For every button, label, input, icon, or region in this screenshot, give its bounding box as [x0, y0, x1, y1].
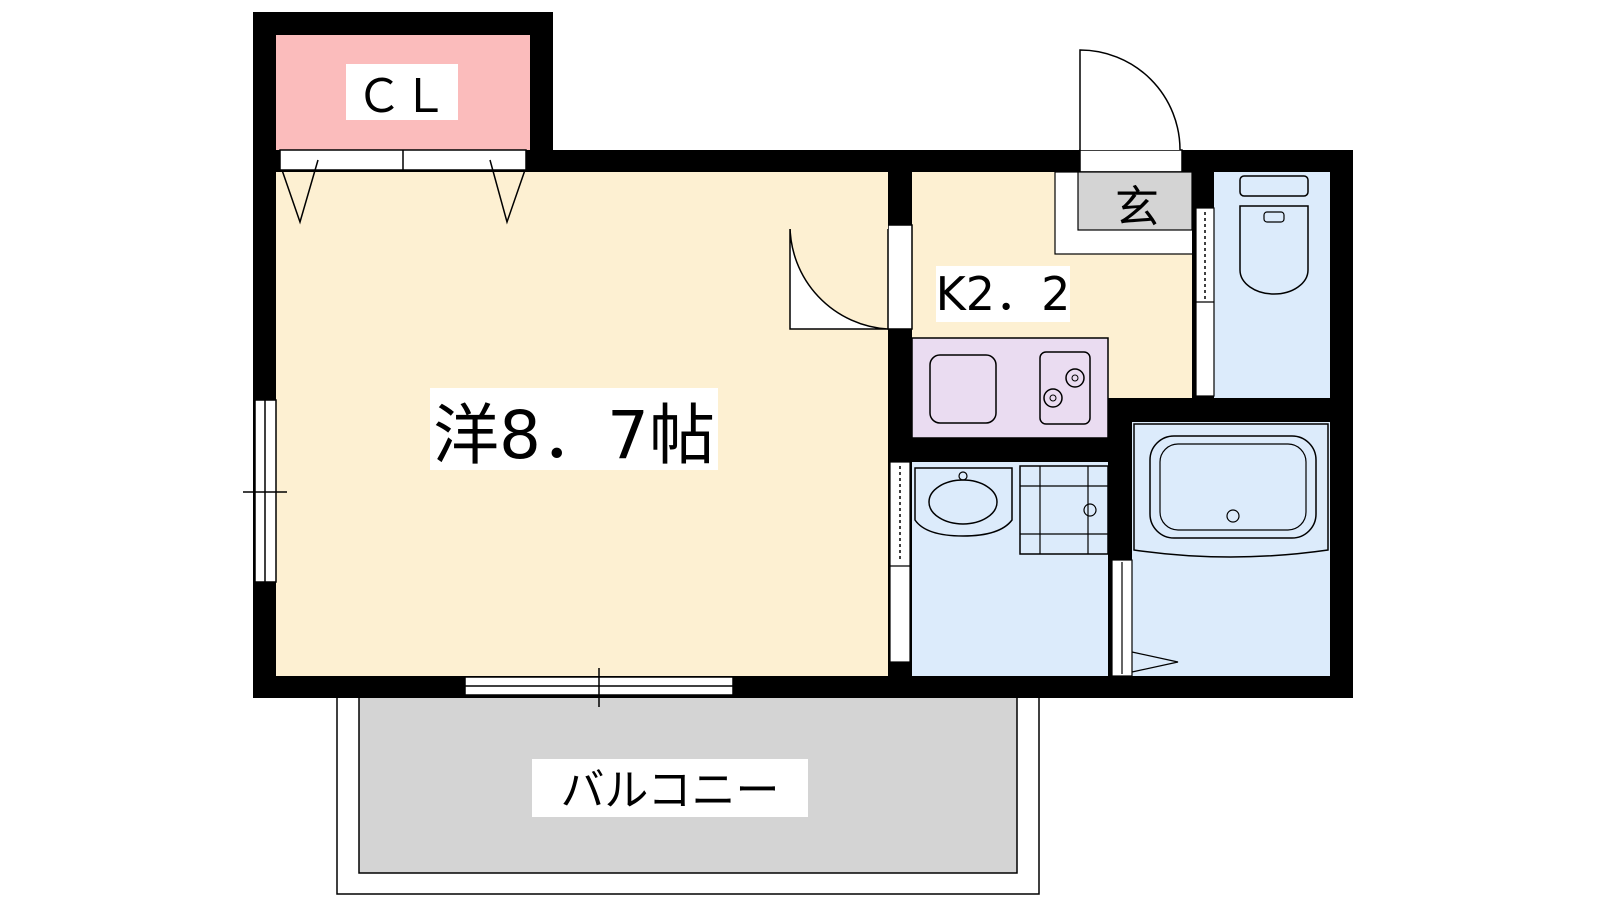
western-room-label-bg	[430, 388, 718, 470]
kitchen-label-bg	[936, 266, 1070, 322]
toilet-door[interactable]	[1195, 207, 1215, 397]
wall-kitchen-wash	[912, 438, 1132, 462]
washbasin-icon	[914, 467, 1013, 537]
bathroom-door[interactable]	[1111, 559, 1179, 677]
wall-toilet-bath	[1192, 398, 1330, 422]
stove-icon	[1039, 351, 1091, 425]
closet-label: ＣＬ	[356, 69, 448, 123]
balcony-label: バルコニー	[560, 765, 779, 816]
western-room-label: 洋8．7帖	[433, 397, 715, 474]
toilet-icon	[1239, 175, 1309, 295]
western-room-door[interactable]	[788, 223, 913, 330]
sink-icon	[929, 354, 997, 424]
balcony-sliding-window[interactable]	[464, 668, 734, 707]
washing-machine-pan-icon	[1019, 465, 1109, 555]
balcony: バルコニー	[336, 696, 1040, 895]
entrance-door[interactable]	[1079, 49, 1183, 173]
closet-label-bg	[346, 64, 458, 120]
bathtub-icon	[1133, 423, 1329, 558]
washroom-door[interactable]	[889, 461, 911, 663]
west-window	[243, 399, 287, 583]
kitchen-label: K2．2	[936, 267, 1071, 321]
closet-doors[interactable]	[279, 149, 527, 225]
entrance: 玄	[1054, 171, 1195, 255]
balcony-label-bg	[532, 759, 808, 817]
entrance-label: 玄	[1115, 182, 1159, 233]
